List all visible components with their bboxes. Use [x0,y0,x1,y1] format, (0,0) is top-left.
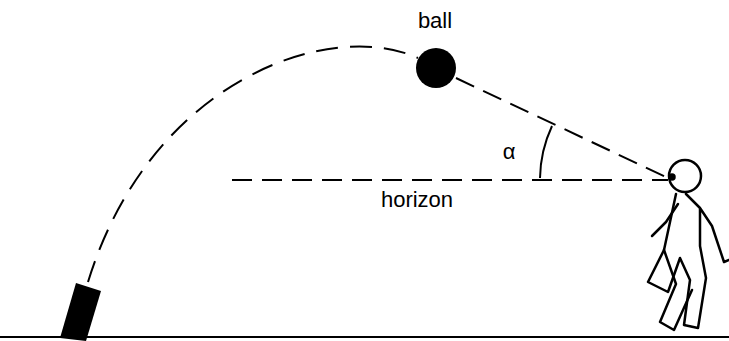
ground-line [0,336,729,338]
person-body [648,194,729,328]
cannon-symbol [60,283,101,341]
person-arm [652,204,678,236]
person-figure [648,160,729,330]
angle-arc [540,126,552,178]
person-head [669,160,701,192]
person-leg [660,250,692,330]
ball-symbol [416,48,456,88]
person-eye [670,175,675,180]
sight-line [456,78,668,178]
line-name: horizon [381,189,453,211]
trajectory-line [88,47,418,282]
horizon-line [232,179,668,181]
angle-symbol: α [503,141,516,163]
part-name: ball [418,10,452,32]
